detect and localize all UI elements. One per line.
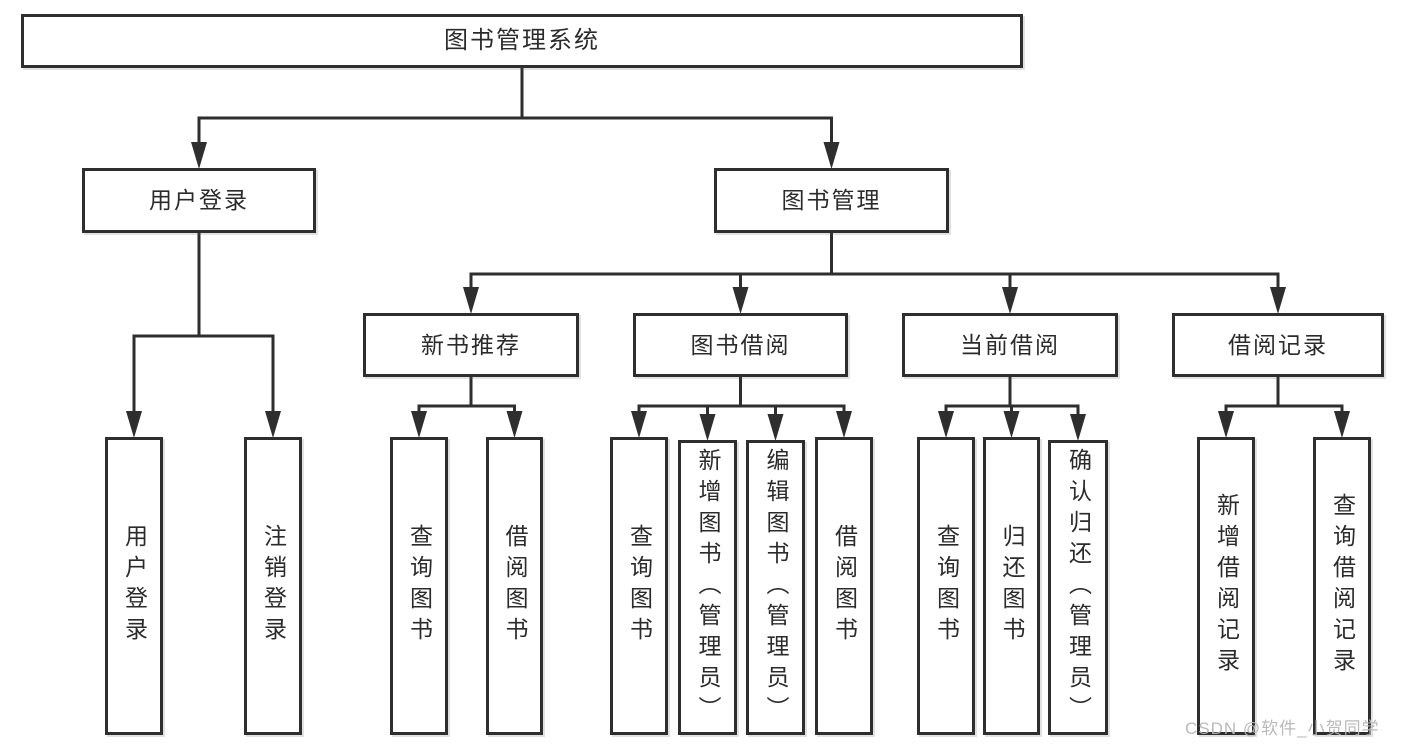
arrowhead-icon bbox=[1002, 287, 1018, 314]
node-label-borrow-books-recommend: 借阅图书 bbox=[502, 524, 528, 648]
node-label-add-books-admin: 新增图书（管理员） bbox=[695, 448, 721, 727]
node-label-query-borrow-record: 查询借阅记录 bbox=[1329, 493, 1356, 679]
node-label-new-book-recommend: 新书推荐 bbox=[421, 331, 521, 358]
node-label-edit-books-admin: 编辑图书（管理员） bbox=[763, 448, 789, 727]
connector-new-book-recommend bbox=[417, 374, 516, 419]
arrowhead-icon bbox=[836, 411, 852, 438]
node-return-books: 归还图书 bbox=[983, 437, 1040, 735]
node-label-borrow-books-borrowing: 借阅图书 bbox=[831, 524, 858, 648]
node-borrow-books-borrowing: 借阅图书 bbox=[815, 437, 873, 735]
node-label-borrowing-records: 借阅记录 bbox=[1228, 331, 1328, 358]
node-label-root: 图书管理系统 bbox=[444, 27, 600, 54]
arrowhead-icon bbox=[823, 142, 840, 169]
arrowhead-icon bbox=[506, 411, 523, 438]
node-query-books-current: 查询图书 bbox=[917, 437, 975, 735]
arrowhead-icon bbox=[699, 414, 716, 441]
node-label-query-books-recommend: 查询图书 bbox=[406, 524, 433, 648]
node-label-query-books-current: 查询图书 bbox=[933, 524, 960, 648]
arrowhead-icon bbox=[265, 411, 281, 438]
connector-root bbox=[197, 65, 833, 150]
node-label-confirm-return-admin: 确认归还（管理员） bbox=[1065, 448, 1092, 727]
node-borrow-books-recommend: 借阅图书 bbox=[486, 437, 543, 735]
arrowhead-icon bbox=[1218, 411, 1234, 438]
node-label-user-login: 用户登录 bbox=[121, 524, 148, 648]
node-edit-books-admin: 编辑图书（管理员） bbox=[746, 440, 805, 735]
node-logout-login: 注销登录 bbox=[244, 437, 302, 735]
node-label-query-books-borrowing: 查询图书 bbox=[626, 524, 653, 648]
arrowhead-icon bbox=[631, 411, 647, 438]
node-label-book-management: 图书管理 bbox=[781, 187, 882, 213]
watermark-text: CSDN @软件_小贺同学 bbox=[1185, 719, 1380, 738]
node-label-return-books: 归还图书 bbox=[999, 524, 1025, 648]
node-add-books-admin: 新增图书（管理员） bbox=[678, 440, 737, 735]
node-label-logout-login: 注销登录 bbox=[260, 524, 287, 648]
node-query-borrow-record: 查询借阅记录 bbox=[1313, 437, 1371, 735]
node-label-book-borrowing: 图书借阅 bbox=[690, 331, 791, 358]
node-confirm-return-admin: 确认归还（管理员） bbox=[1048, 440, 1108, 735]
node-current-borrowing: 当前借阅 bbox=[902, 313, 1118, 377]
node-query-books-recommend: 查询图书 bbox=[390, 437, 448, 735]
connector-book-management bbox=[469, 230, 1280, 295]
node-query-books-borrowing: 查询图书 bbox=[610, 437, 668, 735]
arrowhead-icon bbox=[767, 414, 784, 441]
node-borrowing-records: 借阅记录 bbox=[1172, 313, 1384, 377]
node-label-current-borrowing: 当前借阅 bbox=[960, 331, 1060, 358]
arrowhead-icon bbox=[938, 411, 954, 438]
connector-user-login-group bbox=[132, 230, 275, 419]
node-user-login-group: 用户登录 bbox=[82, 168, 316, 233]
arrowhead-icon bbox=[463, 287, 479, 314]
node-label-add-borrow-record: 新增借阅记录 bbox=[1213, 493, 1240, 679]
node-new-book-recommend: 新书推荐 bbox=[363, 313, 579, 377]
node-user-login: 用户登录 bbox=[105, 437, 163, 735]
connector-borrowing-records bbox=[1224, 374, 1344, 419]
connector-book-borrowing bbox=[637, 374, 846, 422]
node-root: 图书管理系统 bbox=[21, 14, 1023, 68]
arrowhead-icon bbox=[1334, 411, 1350, 438]
arrowhead-icon bbox=[1270, 287, 1286, 314]
node-add-borrow-record: 新增借阅记录 bbox=[1197, 437, 1255, 735]
arrowhead-icon bbox=[732, 287, 749, 314]
node-book-borrowing: 图书借阅 bbox=[633, 313, 848, 377]
arrowhead-icon bbox=[1003, 411, 1020, 438]
arrowhead-icon bbox=[191, 142, 207, 169]
arrowhead-icon bbox=[1070, 414, 1086, 441]
node-label-user-login-group: 用户登录 bbox=[149, 187, 249, 213]
arrowhead-icon bbox=[126, 411, 142, 438]
node-book-management: 图书管理 bbox=[714, 168, 949, 233]
arrowhead-icon bbox=[411, 411, 427, 438]
